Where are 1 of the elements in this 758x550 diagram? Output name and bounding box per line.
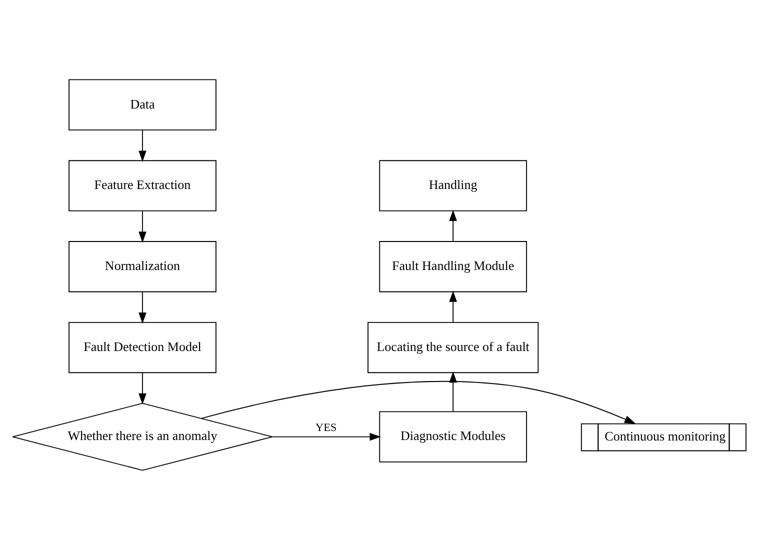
- edge-label: YES: [316, 422, 337, 434]
